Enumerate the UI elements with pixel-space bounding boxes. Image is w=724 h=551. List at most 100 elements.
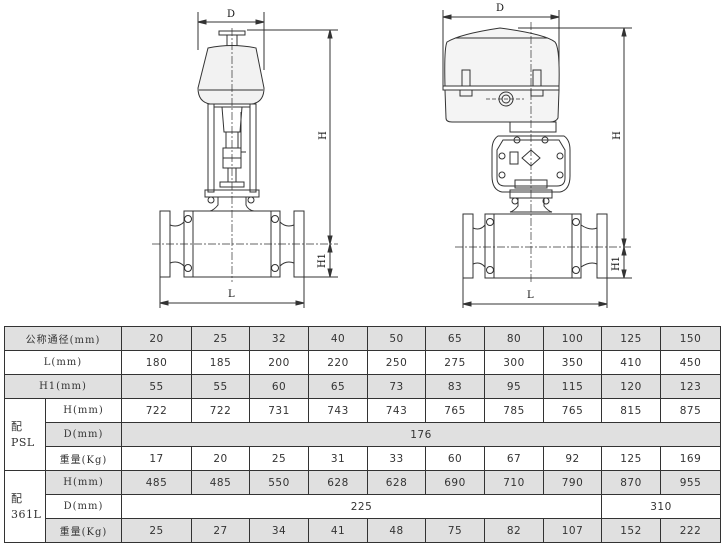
table-cell: 32 [249, 326, 309, 351]
table-row-361L-weight: 重量(Kg) 25 27 34 41 48 75 82 107 152 222 [5, 518, 721, 543]
table-cell: 485 [191, 470, 250, 495]
table-cell: 31 [308, 446, 368, 471]
table-cell: 550 [249, 470, 309, 495]
row-label: D(mm) [45, 494, 122, 519]
specification-table: 公称通径(mm) 20 25 32 40 50 65 80 100 125 15… [4, 326, 721, 543]
row-label: 重量(Kg) [45, 446, 122, 471]
left-dim-H1-label: H1 [317, 252, 329, 269]
table-cell: 765 [425, 398, 485, 423]
table-row-nominal-diameter: 公称通径(mm) 20 25 32 40 50 65 80 100 125 15… [4, 326, 721, 351]
table-cell: 60 [249, 374, 309, 399]
table-row-PSL-H: 配 PSL H(mm) 722 722 731 743 743 765 785 … [4, 398, 721, 471]
table-cell: 169 [660, 446, 721, 471]
table-row-361L-D: D(mm) 225 310 [5, 494, 721, 519]
table-cell: 350 [543, 350, 602, 375]
table-cell: 875 [660, 398, 721, 423]
table-cell: 82 [484, 518, 544, 543]
right-dim-L-label: L [527, 290, 534, 301]
table-cell: 710 [484, 470, 544, 495]
table-cell: 55 [121, 374, 192, 399]
row-label: 重量(Kg) [45, 518, 122, 543]
table-cell: 185 [191, 350, 250, 375]
table-cell: 180 [121, 350, 192, 375]
table-cell: 65 [308, 374, 368, 399]
table-cell: 152 [601, 518, 661, 543]
table-cell: 95 [484, 374, 544, 399]
table-cell-merged: 310 [601, 494, 721, 519]
table-cell: 83 [425, 374, 485, 399]
table-cell: 120 [601, 374, 661, 399]
table-cell: 125 [601, 446, 661, 471]
table-row-PSL-D: D(mm) 176 [5, 422, 721, 447]
table-row-PSL-weight: 重量(Kg) 17 20 25 31 33 60 67 92 125 169 [5, 446, 721, 471]
table-cell-merged: 225 [121, 494, 602, 519]
table-cell: 250 [367, 350, 426, 375]
table-cell: 41 [308, 518, 368, 543]
right-dim-H1-label: H1 [611, 255, 623, 272]
group-label-line1: 配 [11, 491, 23, 505]
table-row-361L-H: 配 361L H(mm) 485 485 550 628 628 690 710… [4, 470, 721, 543]
row-label: L(mm) [4, 350, 122, 375]
table-cell: 20 [191, 446, 250, 471]
table-cell: 123 [660, 374, 721, 399]
row-label: 公称通径(mm) [4, 326, 122, 351]
table-cell: 722 [191, 398, 250, 423]
table-cell: 815 [601, 398, 661, 423]
table-cell: 743 [367, 398, 426, 423]
row-label: H(mm) [45, 398, 122, 423]
table-cell: 33 [367, 446, 426, 471]
technical-drawings: D H H1 L D H H1 L [152, 3, 632, 308]
table-cell: 785 [484, 398, 544, 423]
table-cell: 75 [425, 518, 485, 543]
table-row-H1: H1(mm) 55 55 60 65 73 83 95 115 120 123 [4, 374, 721, 399]
table-cell: 690 [425, 470, 485, 495]
table-cell: 25 [191, 326, 250, 351]
table-cell: 92 [543, 446, 602, 471]
right-dim-D-label: D [496, 3, 505, 14]
table-cell: 870 [601, 470, 661, 495]
table-cell: 410 [601, 350, 661, 375]
left-dim-H-label: H [317, 131, 329, 140]
left-valve-drawing [152, 12, 338, 308]
table-cell: 20 [121, 326, 192, 351]
table-row-L: L(mm) 180 185 200 220 250 275 300 350 41… [4, 350, 721, 375]
row-label: H1(mm) [4, 374, 122, 399]
table-cell: 100 [543, 326, 602, 351]
table-cell: 25 [249, 446, 309, 471]
table-cell: 25 [121, 518, 192, 543]
table-cell: 200 [249, 350, 309, 375]
group-label-361L: 配 361L [4, 470, 46, 543]
table-cell: 80 [484, 326, 544, 351]
table-cell: 67 [484, 446, 544, 471]
table-cell: 48 [367, 518, 426, 543]
table-cell: 222 [660, 518, 721, 543]
table-cell: 765 [543, 398, 602, 423]
table-cell: 27 [191, 518, 250, 543]
table-cell: 300 [484, 350, 544, 375]
group-label-PSL: 配 PSL [4, 398, 46, 471]
table-cell: 107 [543, 518, 602, 543]
table-cell: 73 [367, 374, 426, 399]
group-label-line1: 配 [11, 419, 23, 433]
left-dim-D-label: D [227, 9, 236, 20]
table-cell: 790 [543, 470, 602, 495]
right-valve-drawing [442, 10, 632, 308]
table-cell: 731 [249, 398, 309, 423]
row-label: H(mm) [45, 470, 122, 495]
table-cell: 450 [660, 350, 721, 375]
table-cell: 628 [367, 470, 426, 495]
table-cell: 125 [601, 326, 661, 351]
table-cell: 115 [543, 374, 602, 399]
table-cell: 50 [367, 326, 426, 351]
table-cell: 275 [425, 350, 485, 375]
table-cell: 485 [121, 470, 192, 495]
left-dim-L-label: L [228, 289, 235, 300]
table-cell: 40 [308, 326, 368, 351]
table-cell: 722 [121, 398, 192, 423]
table-cell: 628 [308, 470, 368, 495]
table-cell: 65 [425, 326, 485, 351]
group-label-line2: 361L [11, 507, 42, 521]
table-cell: 150 [660, 326, 721, 351]
table-cell: 743 [308, 398, 368, 423]
table-cell: 55 [191, 374, 250, 399]
